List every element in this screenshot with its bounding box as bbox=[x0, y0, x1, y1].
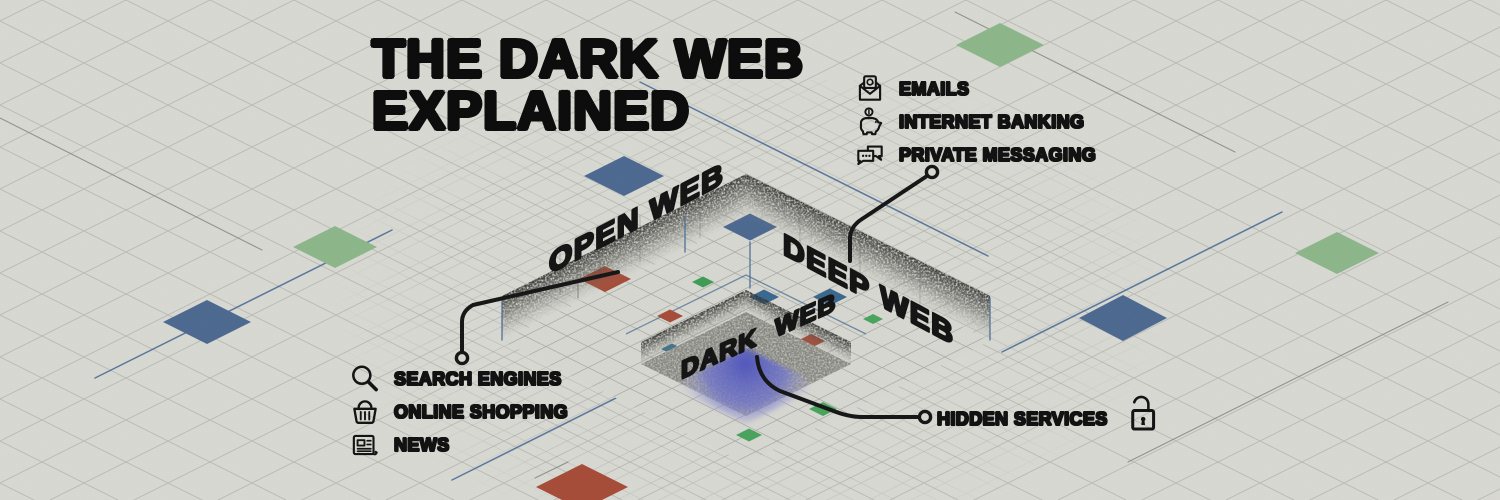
title-line-2: EXPLAINED bbox=[372, 80, 691, 141]
legend-label: SEARCH ENGINES bbox=[394, 368, 562, 389]
legend-item-online-shopping: ONLINE SHOPPING bbox=[348, 399, 568, 425]
legend-item-search-engines: SEARCH ENGINES bbox=[348, 365, 568, 392]
legend-item-internet-banking: INTERNET BANKING bbox=[853, 107, 1096, 136]
basket-icon bbox=[348, 395, 382, 429]
legend-item-news: NEWS bbox=[348, 432, 568, 458]
page-title: THE DARK WEB EXPLAINED bbox=[372, 29, 804, 141]
legend-item-emails: EMAILS bbox=[853, 75, 1096, 102]
search-icon bbox=[348, 362, 382, 396]
piggy-bank-icon bbox=[853, 105, 887, 139]
dark-web-legend: HIDDEN SERVICES bbox=[937, 395, 1162, 436]
legend-label: ONLINE SHOPPING bbox=[394, 401, 569, 422]
legend-item-private-messaging: PRIVATE MESSAGING bbox=[853, 142, 1096, 168]
legend-label: PRIVATE MESSAGING bbox=[899, 144, 1097, 165]
open-lock-icon bbox=[1122, 392, 1162, 436]
chat-icon bbox=[853, 138, 887, 172]
open-web-legend: SEARCH ENGINES ONLINE SHOPPING bbox=[348, 365, 568, 458]
title-line-1: THE DARK WEB bbox=[372, 29, 804, 89]
legend-label: HIDDEN SERVICES bbox=[937, 408, 1108, 429]
legend-label: NEWS bbox=[394, 434, 450, 455]
email-icon bbox=[853, 72, 887, 106]
legend-label: INTERNET BANKING bbox=[899, 111, 1085, 132]
legend-label: EMAILS bbox=[899, 78, 970, 99]
news-icon bbox=[348, 428, 382, 462]
deep-web-legend: EMAILS INTERNET BANKING bbox=[853, 75, 1096, 168]
